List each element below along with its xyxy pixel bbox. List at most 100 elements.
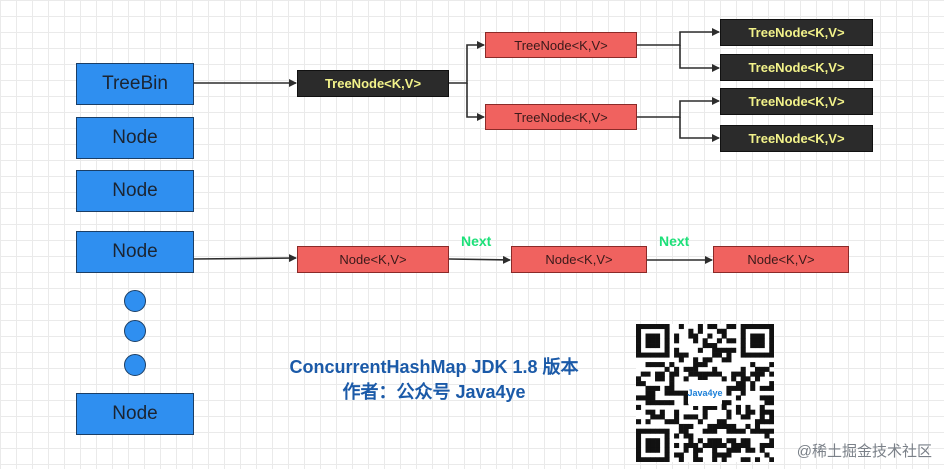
qr-module bbox=[754, 366, 761, 372]
qr-module bbox=[640, 381, 646, 387]
qr-module bbox=[693, 414, 699, 420]
qr-module bbox=[759, 352, 765, 358]
qr-module bbox=[674, 333, 680, 339]
qr-module bbox=[645, 385, 651, 391]
qr-module bbox=[726, 428, 732, 434]
qr-module bbox=[650, 324, 656, 330]
qr-module bbox=[702, 343, 708, 349]
qr-module bbox=[721, 452, 727, 458]
qr-module bbox=[674, 347, 680, 353]
qr-module bbox=[726, 385, 732, 391]
qr-module bbox=[726, 423, 732, 429]
qr-module bbox=[754, 376, 761, 382]
tree-leaf-1: TreeNode<K,V> bbox=[720, 19, 873, 46]
qr-module bbox=[645, 419, 651, 425]
qr-module bbox=[750, 352, 756, 358]
qr-module bbox=[716, 419, 722, 425]
qr-module bbox=[664, 457, 670, 463]
tree-leaf-3: TreeNode<K,V> bbox=[720, 88, 873, 115]
qr-module bbox=[655, 428, 661, 434]
qr-module bbox=[712, 442, 718, 449]
list-node-1: Node<K,V> bbox=[297, 246, 449, 273]
qr-module bbox=[693, 447, 699, 453]
qr-module bbox=[707, 442, 713, 449]
qr-module bbox=[764, 366, 770, 372]
tree-mid-bottom-label: TreeNode<K,V> bbox=[514, 109, 608, 125]
qr-module bbox=[645, 390, 651, 396]
qr-center-label: Java4ye bbox=[687, 388, 723, 398]
bucket-node-1: Node bbox=[76, 117, 194, 159]
qr-module bbox=[693, 333, 699, 339]
qr-module bbox=[693, 442, 699, 449]
qr-module bbox=[645, 400, 651, 406]
qr-module bbox=[693, 404, 699, 410]
qr-module bbox=[697, 324, 703, 330]
qr-module bbox=[683, 400, 689, 406]
qr-module bbox=[707, 438, 713, 444]
qr-module bbox=[731, 447, 737, 453]
qr-module bbox=[712, 366, 718, 372]
qr-module bbox=[721, 357, 727, 363]
qr-module bbox=[716, 442, 722, 449]
qr-module bbox=[769, 414, 775, 420]
qr-module bbox=[645, 409, 651, 415]
qr-module bbox=[655, 343, 661, 349]
qr-module bbox=[659, 362, 665, 368]
qr-module bbox=[655, 457, 661, 463]
qr-module bbox=[645, 333, 651, 339]
qr-module bbox=[650, 385, 656, 391]
qr-module bbox=[636, 457, 642, 463]
qr-module bbox=[745, 457, 751, 463]
qr-module bbox=[636, 376, 642, 382]
qr-module bbox=[712, 423, 718, 429]
qr-module bbox=[726, 338, 732, 344]
qr-module bbox=[674, 409, 680, 415]
qr-module bbox=[769, 328, 775, 334]
qr-module bbox=[759, 447, 765, 453]
qr-module bbox=[745, 409, 751, 415]
qr-module bbox=[659, 371, 665, 377]
qr-module bbox=[655, 442, 661, 449]
qr-module bbox=[769, 324, 775, 330]
qr-module bbox=[697, 362, 703, 368]
qr-module bbox=[707, 333, 713, 339]
qr-module bbox=[669, 400, 675, 406]
qr-module bbox=[735, 404, 741, 410]
qr-module bbox=[645, 447, 651, 453]
qr-module bbox=[697, 447, 703, 453]
qr-module bbox=[726, 438, 732, 444]
tree-mid-bottom-node: TreeNode<K,V> bbox=[485, 104, 637, 130]
qr-module bbox=[640, 457, 646, 463]
qr-module bbox=[636, 433, 642, 439]
qr-module bbox=[721, 457, 727, 463]
qr-module bbox=[645, 343, 651, 349]
qr-module bbox=[764, 442, 770, 449]
qr-module bbox=[655, 414, 661, 420]
qr-module bbox=[726, 347, 732, 353]
qr-module bbox=[769, 428, 775, 434]
qr-module bbox=[650, 457, 656, 463]
qr-module bbox=[688, 442, 694, 449]
qr-module bbox=[659, 324, 665, 330]
tree-leaf-2: TreeNode<K,V> bbox=[720, 54, 873, 81]
qr-module bbox=[754, 338, 761, 344]
qr-module bbox=[759, 404, 765, 410]
qr-code-graphic bbox=[636, 324, 775, 463]
qr-module bbox=[702, 414, 708, 420]
qr-module bbox=[659, 414, 665, 420]
qr-module bbox=[716, 352, 722, 358]
qr-module bbox=[735, 381, 741, 387]
qr-module bbox=[688, 438, 694, 444]
bucket-node-2: Node bbox=[76, 170, 194, 212]
qr-module bbox=[674, 338, 680, 344]
qr-module bbox=[721, 400, 727, 406]
qr-module bbox=[740, 428, 746, 434]
qr-module bbox=[697, 419, 703, 425]
qr-module bbox=[745, 447, 751, 453]
qr-module bbox=[769, 457, 775, 463]
qr-module bbox=[664, 343, 670, 349]
list-node-1-label: Node<K,V> bbox=[339, 252, 407, 267]
qr-module bbox=[702, 376, 708, 382]
qr-module bbox=[650, 409, 656, 415]
